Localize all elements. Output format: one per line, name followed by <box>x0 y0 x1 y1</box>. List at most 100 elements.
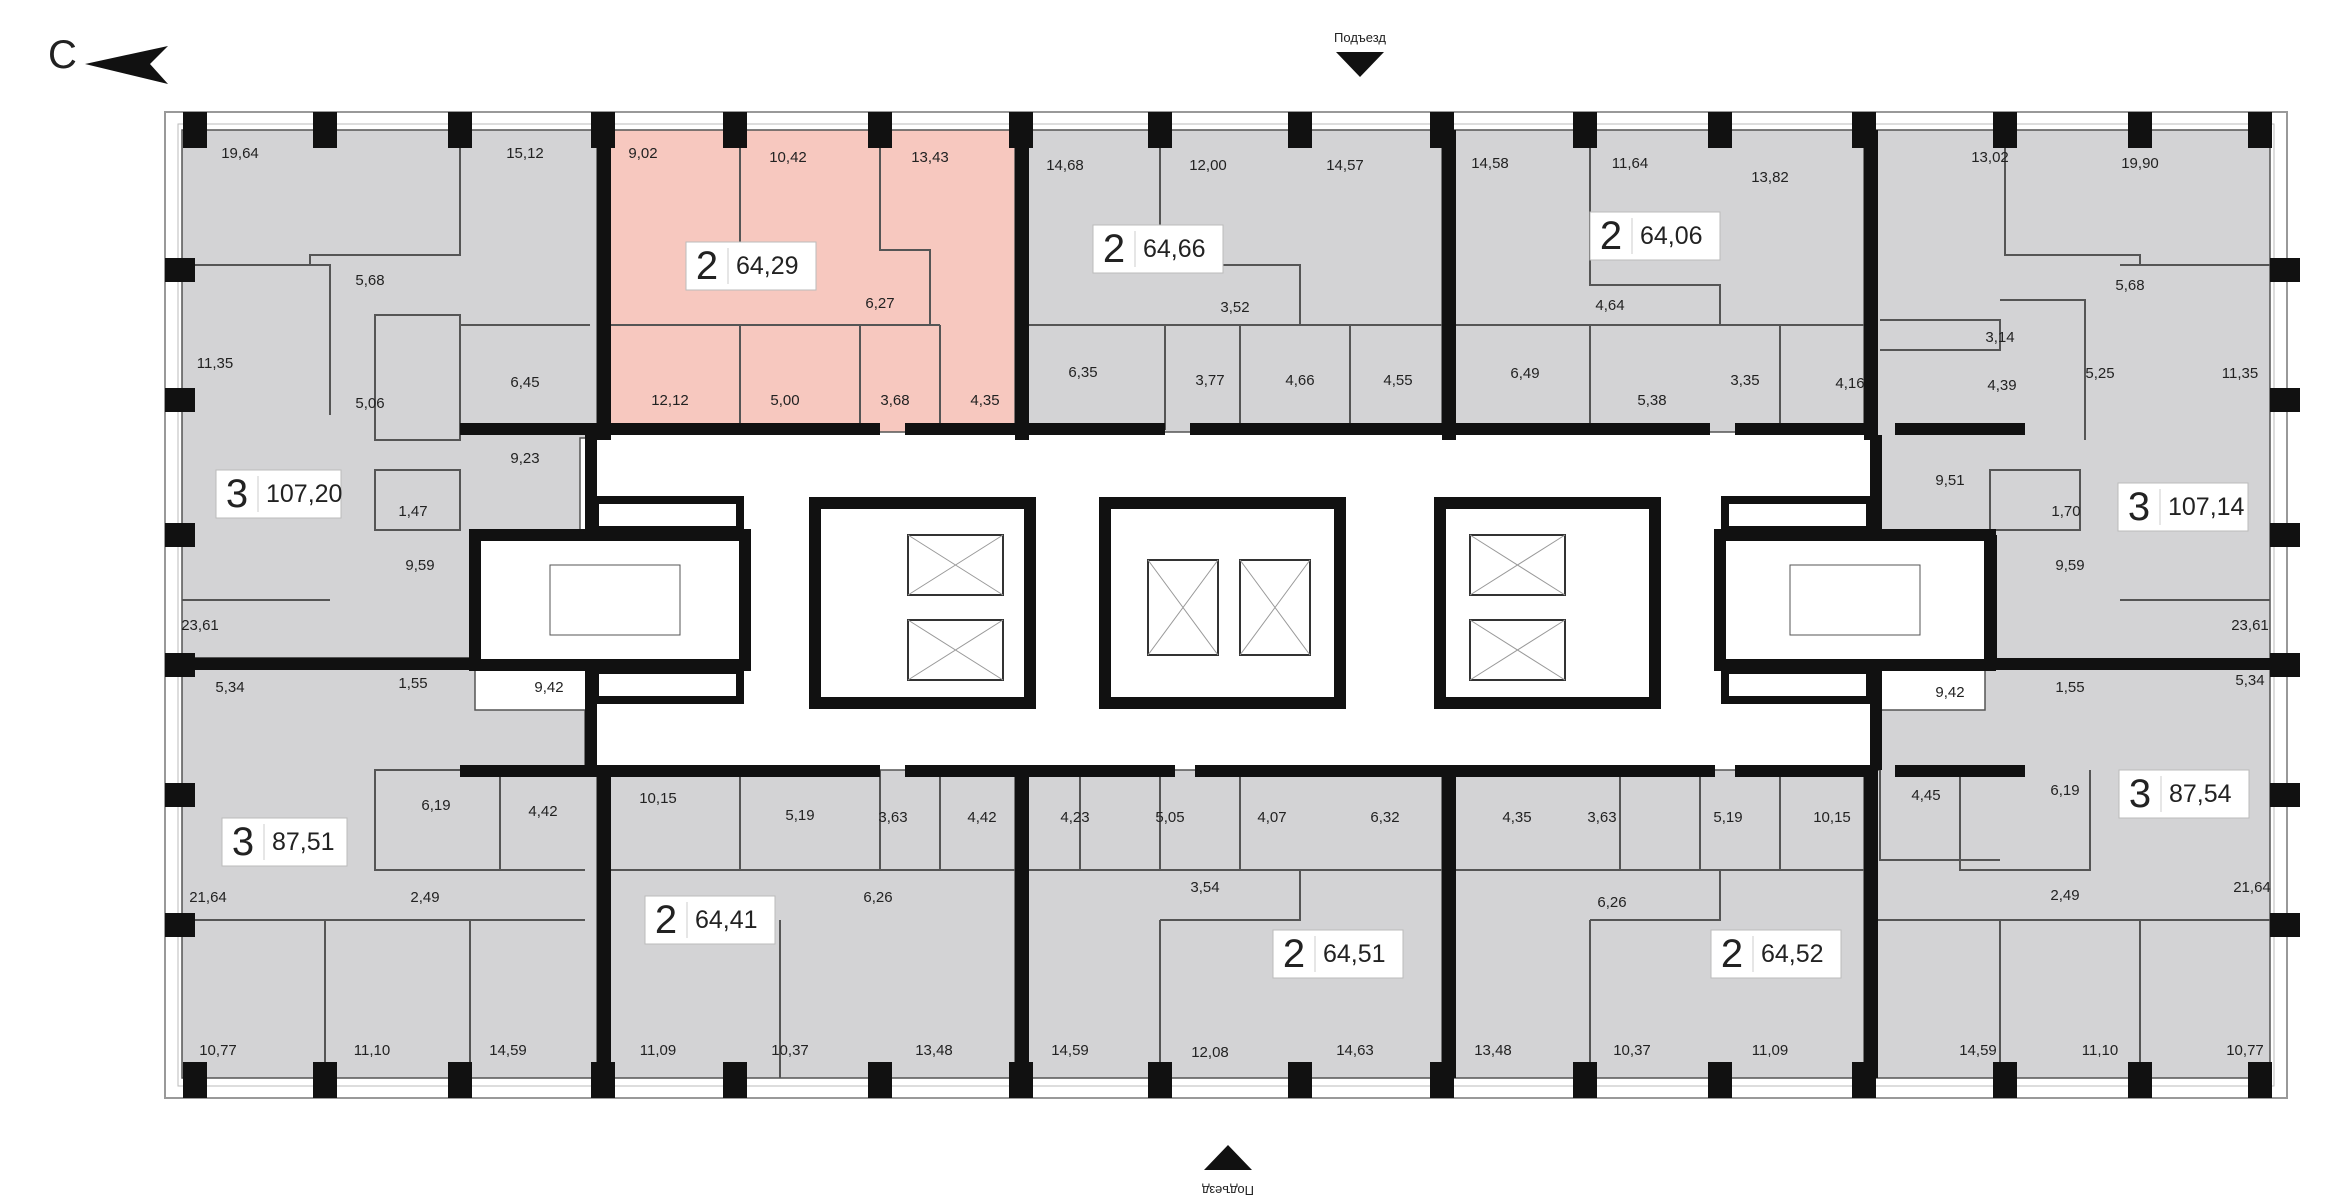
elevator-cores <box>809 497 1661 709</box>
facade-column <box>1993 112 2017 148</box>
room-area-label: 4,55 <box>1383 372 1412 389</box>
facade-column <box>2128 112 2152 148</box>
room-area-label: 3,68 <box>880 392 909 409</box>
room-area-label: 9,59 <box>2055 557 2084 574</box>
room-area-label: 19,64 <box>221 145 259 162</box>
facade-column <box>1009 1062 1033 1098</box>
facade-column <box>1993 1062 2017 1098</box>
apartment-2[interactable] <box>1020 129 1443 433</box>
badge-background <box>1092 224 1224 274</box>
badge-room-count: 2 <box>1283 932 1305 976</box>
room-area-label: 9,42 <box>1935 684 1964 701</box>
facade-column <box>2270 523 2300 547</box>
facade-column <box>723 1062 747 1098</box>
facade-column <box>1430 112 1454 148</box>
badge-background <box>685 241 817 291</box>
facade-column <box>2248 1062 2272 1098</box>
room-area-label: 21,64 <box>2233 879 2271 896</box>
room-area-label: 15,12 <box>506 145 544 162</box>
facade-column <box>448 1062 472 1098</box>
badge-area: 64,41 <box>695 906 758 934</box>
facade-column <box>1288 112 1312 148</box>
room-area-label: 6,49 <box>1510 365 1539 382</box>
room-area-label: 4,42 <box>528 803 557 820</box>
apartment-9[interactable] <box>1869 667 2271 1079</box>
apartment-3[interactable] <box>1447 129 1865 433</box>
room-area-label: 5,05 <box>1155 809 1184 826</box>
room-area-label: 23,61 <box>181 617 219 634</box>
badge-area: 107,14 <box>2168 493 2245 521</box>
room-area-label: 14,59 <box>489 1042 527 1059</box>
room-area-label: 11,09 <box>1752 1042 1788 1059</box>
facade-column <box>2270 783 2300 807</box>
room-area-label: 5,00 <box>770 392 799 409</box>
room-area-label: 6,19 <box>2050 782 2079 799</box>
facade-column <box>183 112 207 148</box>
facade-column <box>1708 1062 1732 1098</box>
room-area-label: 14,58 <box>1471 155 1509 172</box>
room-area-label: 19,90 <box>2121 155 2159 172</box>
room-area-label: 5,68 <box>2115 277 2144 294</box>
facade-column <box>165 783 195 807</box>
facade-column <box>183 1062 207 1098</box>
room-area-label: 10,77 <box>199 1042 237 1059</box>
room-area-label: 23,61 <box>2231 617 2269 634</box>
facade-column <box>448 112 472 148</box>
room-area-label: 4,66 <box>1285 372 1314 389</box>
room-area-label: 13,48 <box>915 1042 953 1059</box>
room-area-label: 2,49 <box>410 889 439 906</box>
facade-column <box>723 112 747 148</box>
entrance-arrow-down-icon <box>1336 52 1384 77</box>
stairwell-left <box>469 496 751 704</box>
room-area-label: 3,63 <box>878 809 907 826</box>
entrance-top-label: Подъезд <box>1334 30 1386 45</box>
room-area-label: 5,68 <box>355 272 384 289</box>
room-area-label: 3,63 <box>1587 809 1616 826</box>
room-area-label: 11,35 <box>2222 365 2258 382</box>
room-area-label: 9,51 <box>1935 472 1964 489</box>
room-area-label: 13,43 <box>911 149 949 166</box>
entrance-bottom[interactable]: Подъезд <box>1202 1145 1254 1198</box>
room-area-label: 9,23 <box>510 450 539 467</box>
badge-room-count: 3 <box>2128 485 2150 529</box>
room-area-label: 5,25 <box>2085 365 2114 382</box>
badge-room-count: 3 <box>232 820 254 864</box>
apartment-5[interactable] <box>181 667 598 1079</box>
facade-column <box>313 1062 337 1098</box>
badge-background <box>215 469 342 519</box>
room-area-label: 11,10 <box>2082 1042 2118 1059</box>
room-area-label: 11,09 <box>640 1042 676 1059</box>
interior-partitions <box>182 130 2270 1078</box>
apartment-badge[interactable]: 3 107,14 <box>2117 482 2249 532</box>
facade-column <box>2270 258 2300 282</box>
room-area-label: 3,52 <box>1220 299 1249 316</box>
room-area-label: 1,70 <box>2051 503 2080 520</box>
room-area-label: 5,06 <box>355 395 384 412</box>
room-area-label: 10,37 <box>771 1042 809 1059</box>
room-area-label: 3,54 <box>1190 879 1219 896</box>
room-area-label: 1,47 <box>398 503 427 520</box>
room-area-label: 1,55 <box>2055 679 2084 696</box>
room-area-label: 5,19 <box>1713 809 1742 826</box>
badge-background <box>644 895 776 945</box>
badge-background <box>221 817 348 867</box>
room-area-label: 13,48 <box>1474 1042 1512 1059</box>
entrance-top[interactable]: Подъезд <box>1334 30 1386 77</box>
facade-column <box>2270 653 2300 677</box>
badge-background <box>1710 929 1842 979</box>
badge-area: 64,29 <box>736 252 799 280</box>
elevator-shaft-marks <box>907 534 1566 681</box>
room-area-label: 4,23 <box>1060 809 1089 826</box>
room-area-label: 14,59 <box>1959 1042 1997 1059</box>
badge-background <box>2118 769 2250 819</box>
